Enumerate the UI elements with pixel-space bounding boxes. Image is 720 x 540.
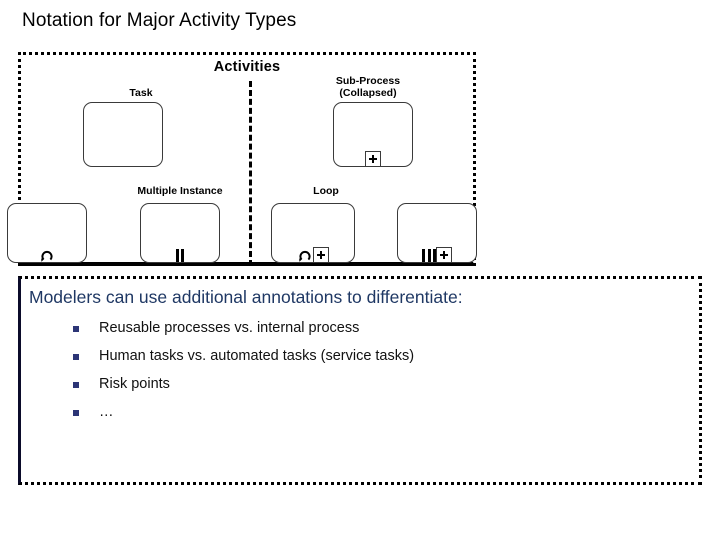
list-item: Human tasks vs. automated tasks (service…	[61, 345, 681, 368]
activity-box-loop-sub-process[interactable]	[271, 203, 355, 263]
page-title: Notation for Major Activity Types	[22, 10, 297, 31]
list-item-label: …	[99, 404, 114, 420]
list-item: …	[61, 401, 681, 424]
list-item-label: Risk points	[99, 376, 170, 392]
marker-row	[8, 245, 86, 263]
activity-label-sub-process-line2: (Collapsed)	[339, 87, 397, 99]
loop-arrow-icon	[297, 247, 313, 263]
activity-box-multiple-instance-task[interactable]	[140, 203, 220, 263]
activity-box-multiple-instance-sub-process[interactable]	[397, 203, 477, 263]
diagram-heading: Activities	[213, 59, 281, 75]
list-item: Risk points	[61, 373, 681, 396]
marker-row	[398, 245, 476, 263]
annotation-text-panel: Modelers can use additional annotations …	[18, 276, 702, 485]
marker-row	[272, 245, 354, 263]
list-item-label: Reusable processes vs. internal process	[99, 320, 360, 336]
panel-heading: Modelers can use additional annotations …	[29, 287, 463, 307]
square-bullet-icon	[73, 326, 79, 332]
activity-label-loop: Loop	[313, 185, 339, 197]
loop-arrow-icon	[39, 247, 55, 263]
activity-box-loop-task[interactable]	[7, 203, 87, 263]
activities-diagram-panel: Activities Task Sub-Process (Collapsed) …	[7, 52, 477, 266]
square-bullet-icon	[73, 410, 79, 416]
list-item: Reusable processes vs. internal process	[61, 317, 681, 340]
list-item-label: Human tasks vs. automated tasks (service…	[99, 348, 415, 364]
square-bullet-icon	[73, 382, 79, 388]
activity-box-sub-process-collapsed[interactable]	[333, 102, 413, 167]
parallel-bars-icon	[175, 246, 185, 263]
plus-marker-icon	[365, 151, 381, 167]
dashed-vertical-divider-icon	[249, 81, 252, 266]
activity-label-multiple-instance: Multiple Instance	[137, 185, 223, 197]
activity-label-sub-process-line1: Sub-Process	[335, 75, 401, 87]
activity-box-task[interactable]	[83, 102, 163, 167]
activity-label-task: Task	[129, 87, 153, 99]
square-bullet-icon	[73, 354, 79, 360]
bullet-list: Reusable processes vs. internal process …	[61, 317, 681, 429]
plus-marker-icon	[436, 247, 452, 263]
marker-row	[141, 245, 219, 263]
parallel-bars-icon	[422, 246, 436, 263]
marker-row	[334, 149, 412, 167]
plus-marker-icon	[313, 247, 329, 263]
